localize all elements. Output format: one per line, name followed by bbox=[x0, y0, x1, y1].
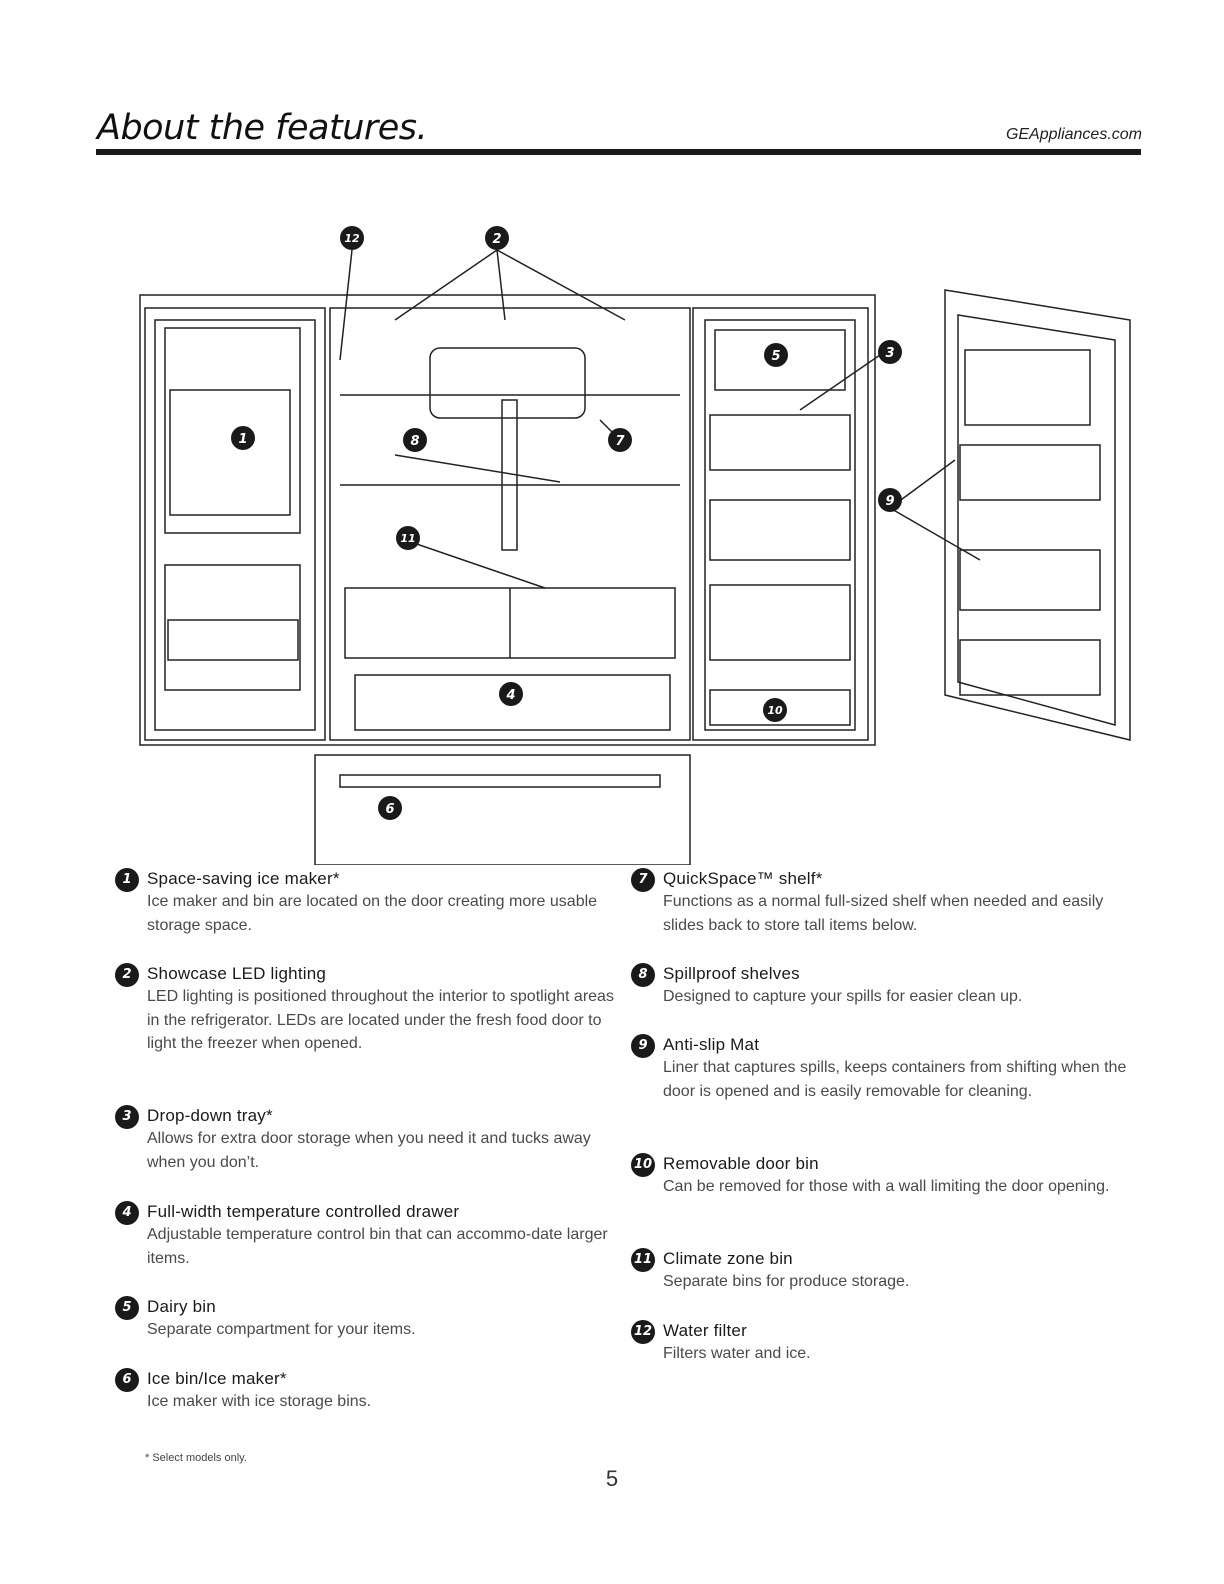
feature-title: Dairy bin bbox=[147, 1297, 216, 1316]
feature-8: 8 Spillproof shelves Designed to capture… bbox=[631, 962, 1143, 1009]
feature-number-icon: 11 bbox=[631, 1248, 655, 1272]
feature-number-icon: 7 bbox=[631, 868, 655, 892]
feature-1: 1 Space-saving ice maker* Ice maker and … bbox=[115, 867, 627, 937]
feature-description: Ice maker with ice storage bins. bbox=[147, 1393, 372, 1410]
feature-title: Climate zone bin bbox=[663, 1249, 793, 1268]
callout-11: 11 bbox=[400, 532, 415, 545]
feature-title: Water filter bbox=[663, 1321, 747, 1340]
feature-title: Anti-slip Mat bbox=[663, 1035, 760, 1054]
feature-title: Showcase LED lighting bbox=[147, 964, 327, 983]
feature-number-icon: 4 bbox=[115, 1201, 139, 1225]
callout-6: 6 bbox=[385, 802, 394, 817]
feature-description: Ice maker and bin are located on the doo… bbox=[147, 893, 598, 934]
feature-9: 9 Anti-slip Mat Liner that captures spil… bbox=[631, 1033, 1143, 1103]
feature-title: Ice bin/Ice maker* bbox=[147, 1369, 287, 1388]
feature-title: Removable door bin bbox=[663, 1154, 819, 1173]
feature-number-icon: 9 bbox=[631, 1034, 655, 1058]
feature-title: Full-width temperature controlled drawer bbox=[147, 1202, 460, 1221]
feature-title: QuickSpace™ shelf* bbox=[663, 869, 823, 888]
feature-number-icon: 5 bbox=[115, 1296, 139, 1320]
freezer-front bbox=[314, 754, 691, 865]
fresh-food-interior bbox=[329, 307, 691, 741]
callout-10: 10 bbox=[767, 704, 783, 717]
feature-11: 11 Climate zone bin Separate bins for pr… bbox=[631, 1247, 1143, 1294]
feature-10: 10 Removable door bin Can be removed for… bbox=[631, 1152, 1143, 1199]
website-label: GEAppliances.com bbox=[1005, 126, 1142, 143]
feature-description: Functions as a normal full-sized shelf w… bbox=[663, 893, 1104, 934]
feature-title: Space-saving ice maker* bbox=[147, 869, 340, 888]
callout-5: 5 bbox=[771, 349, 780, 364]
callout-9: 9 bbox=[885, 494, 894, 509]
feature-description: Can be removed for those with a wall lim… bbox=[663, 1178, 1110, 1195]
feature-title: Spillproof shelves bbox=[663, 964, 800, 983]
ice-maker-compartment bbox=[164, 327, 301, 534]
right-door bbox=[692, 307, 869, 741]
left-door bbox=[144, 307, 326, 741]
cabinet-outline bbox=[139, 294, 876, 746]
feature-3: 3 Drop-down tray* Allows for extra door … bbox=[115, 1104, 627, 1174]
feature-5: 5 Dairy bin Separate compartment for you… bbox=[115, 1295, 627, 1342]
feature-description: Adjustable temperature control bin that … bbox=[147, 1226, 608, 1267]
feature-description: Separate compartment for your items. bbox=[147, 1321, 416, 1338]
callout-3: 3 bbox=[885, 346, 894, 361]
open-door bbox=[944, 289, 1131, 741]
feature-number-icon: 8 bbox=[631, 963, 655, 987]
callout-2: 2 bbox=[492, 232, 501, 247]
refrigerator-diagram: 1 2 3 4 5 6 7 8 9 10 11 12 bbox=[139, 226, 1131, 865]
feature-12: 12 Water filter Filters water and ice. bbox=[631, 1319, 1143, 1366]
feature-description: Separate bins for produce storage. bbox=[663, 1273, 910, 1290]
callout-4: 4 bbox=[505, 688, 515, 703]
dairy-bin bbox=[714, 329, 846, 391]
handle bbox=[339, 774, 661, 788]
feature-number-icon: 12 bbox=[631, 1320, 655, 1344]
callout-1: 1 bbox=[238, 432, 247, 447]
feature-number-icon: 3 bbox=[115, 1105, 139, 1129]
feature-4: 4 Full-width temperature controlled draw… bbox=[115, 1200, 627, 1270]
header-divider bbox=[96, 149, 1141, 155]
page-title: About the features. bbox=[97, 108, 428, 148]
feature-6: 6 Ice bin/Ice maker* Ice maker with ice … bbox=[115, 1367, 627, 1414]
temperature-drawer bbox=[354, 674, 671, 731]
page-number: 5 bbox=[605, 1466, 619, 1491]
feature-number-icon: 6 bbox=[115, 1368, 139, 1392]
feature-description: Filters water and ice. bbox=[663, 1345, 811, 1362]
feature-description: Allows for extra door storage when you n… bbox=[147, 1130, 591, 1171]
feature-2: 2 Showcase LED lighting LED lighting is … bbox=[115, 962, 627, 1056]
door-bin bbox=[709, 689, 851, 726]
footnote: * Select models only. bbox=[145, 1452, 247, 1464]
feature-7: 7 QuickSpace™ shelf* Functions as a norm… bbox=[631, 867, 1143, 937]
callout-8: 8 bbox=[410, 434, 419, 449]
feature-title: Drop-down tray* bbox=[147, 1106, 273, 1125]
feature-description: Liner that captures spills, keeps contai… bbox=[663, 1059, 1127, 1100]
feature-description: LED lighting is positioned throughout th… bbox=[147, 988, 614, 1052]
feature-number-icon: 1 bbox=[115, 868, 139, 892]
feature-number-icon: 10 bbox=[631, 1153, 655, 1177]
feature-description: Designed to capture your spills for easi… bbox=[663, 988, 1023, 1005]
feature-number-icon: 2 bbox=[115, 963, 139, 987]
callout-7: 7 bbox=[615, 434, 625, 449]
callout-12: 12 bbox=[344, 232, 360, 245]
